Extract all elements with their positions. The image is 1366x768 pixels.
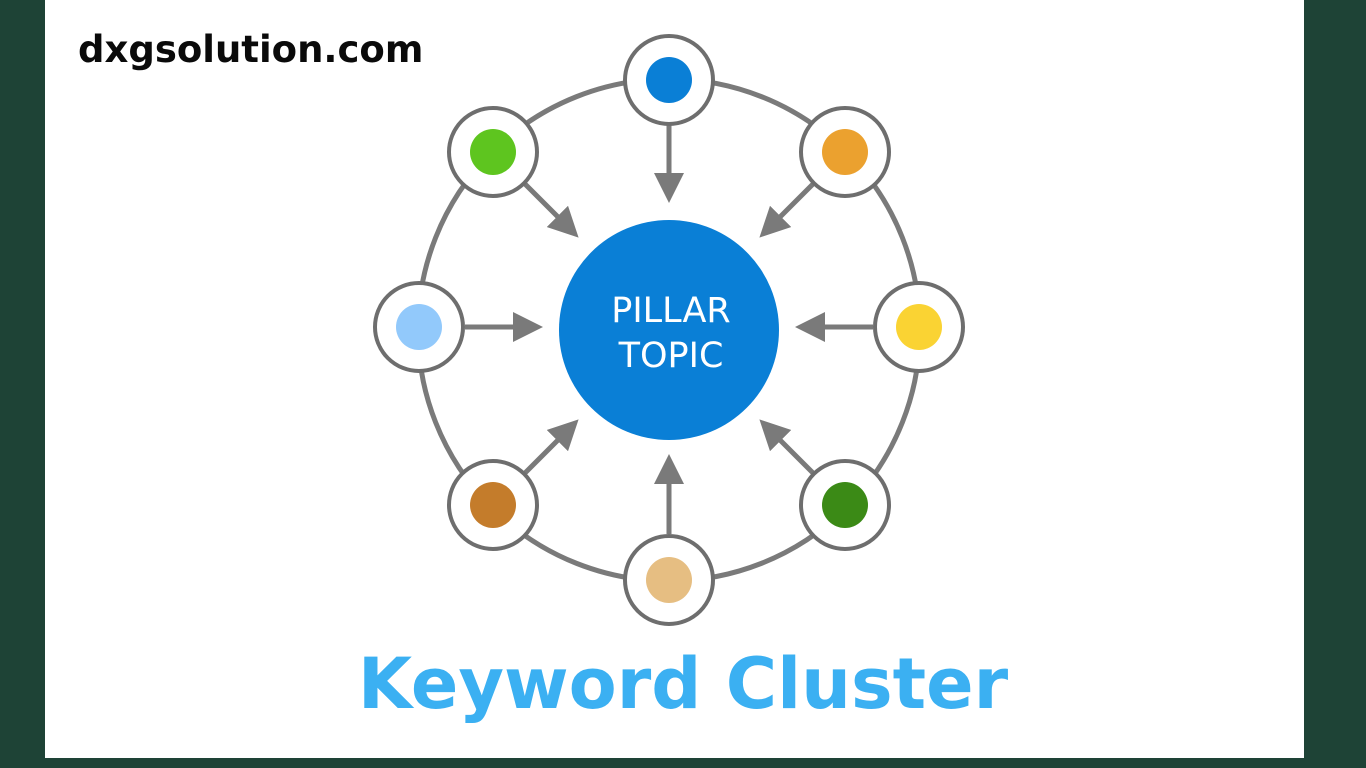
arrow-bottom-right <box>759 419 816 476</box>
arrow-top-left <box>522 181 579 238</box>
cluster-node-bottom-right <box>799 459 891 551</box>
cluster-node-bottom-left <box>447 459 539 551</box>
pillar-topic-circle <box>559 220 779 440</box>
cluster-node-top-left <box>447 106 539 198</box>
node-dot-top <box>646 57 692 103</box>
pillar-topic-line1: PILLAR <box>611 291 731 331</box>
cluster-node-bottom <box>623 534 715 626</box>
arrows <box>465 124 873 534</box>
node-dot-top-left <box>470 129 516 175</box>
cluster-node-left <box>373 281 465 373</box>
cluster-node-top-right <box>799 106 891 198</box>
cluster-node-right <box>873 281 965 373</box>
node-dot-bottom-left <box>470 482 516 528</box>
arrow-bottom-left <box>522 419 579 476</box>
node-dot-top-right <box>822 129 868 175</box>
node-dot-bottom <box>646 557 692 603</box>
node-dot-left <box>396 304 442 350</box>
site-label: dxgsolution.com <box>78 28 424 71</box>
pillar-topic-line2: TOPIC <box>618 336 724 376</box>
keyword-cluster-title: Keyword Cluster <box>357 643 1009 725</box>
arrow-top-right <box>759 181 816 238</box>
node-dot-right <box>896 304 942 350</box>
node-dot-bottom-right <box>822 482 868 528</box>
cluster-node-top <box>623 34 715 126</box>
